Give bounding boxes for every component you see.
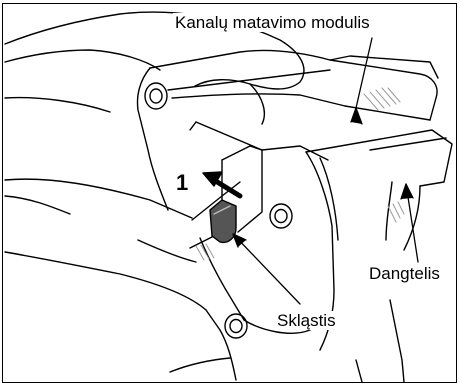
latch: [210, 200, 236, 242]
module-label: Kanalų matavimo modulis: [173, 13, 372, 32]
cover-label: Dangtelis: [368, 264, 441, 283]
step-number: 1: [176, 172, 188, 194]
latch-label: Skląstis: [276, 311, 337, 330]
